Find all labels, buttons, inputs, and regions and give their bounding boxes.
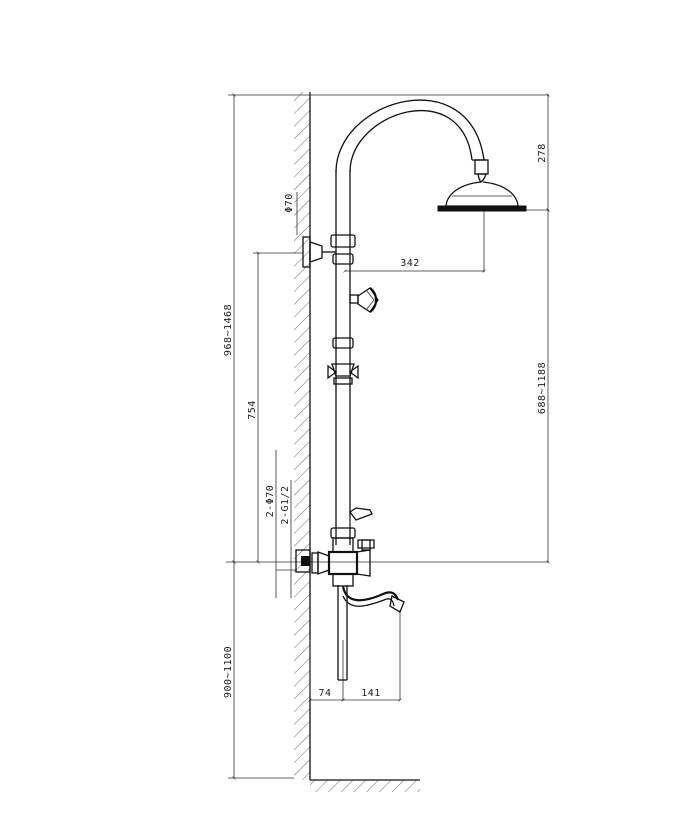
dim-spout-reach: 141 xyxy=(361,688,381,699)
slide-holder xyxy=(327,337,359,385)
bath-spout xyxy=(341,585,405,613)
shower-head xyxy=(437,159,527,212)
dim-total-height: 968~1468 xyxy=(223,304,234,356)
diverter-lever xyxy=(349,507,373,528)
dim-valve-height: 900~1100 xyxy=(223,646,234,698)
wall xyxy=(294,92,311,780)
dim-head-to-valve: 688~1188 xyxy=(537,362,548,414)
dimension-lines xyxy=(232,93,550,780)
dim-pipe-offset: 74 xyxy=(318,688,331,699)
dim-bracket-height: 754 xyxy=(247,400,258,420)
mixing-valve xyxy=(311,527,375,587)
wall-bracket-upper xyxy=(302,234,356,268)
dim-inlet-flange: 2-Φ70 xyxy=(265,485,276,518)
shower-arm xyxy=(335,99,486,173)
extension-lines xyxy=(226,94,549,779)
dim-wall-flange-dia: Φ70 xyxy=(284,193,295,213)
dim-inlet-thread: 2-G1/2 xyxy=(280,485,291,524)
inlet-connection xyxy=(276,549,311,573)
riser-pipe xyxy=(335,170,351,681)
hand-shower xyxy=(349,287,379,313)
dim-shower-arm-reach: 342 xyxy=(400,258,420,269)
floor xyxy=(310,779,420,792)
dim-head-height: 278 xyxy=(537,143,548,163)
